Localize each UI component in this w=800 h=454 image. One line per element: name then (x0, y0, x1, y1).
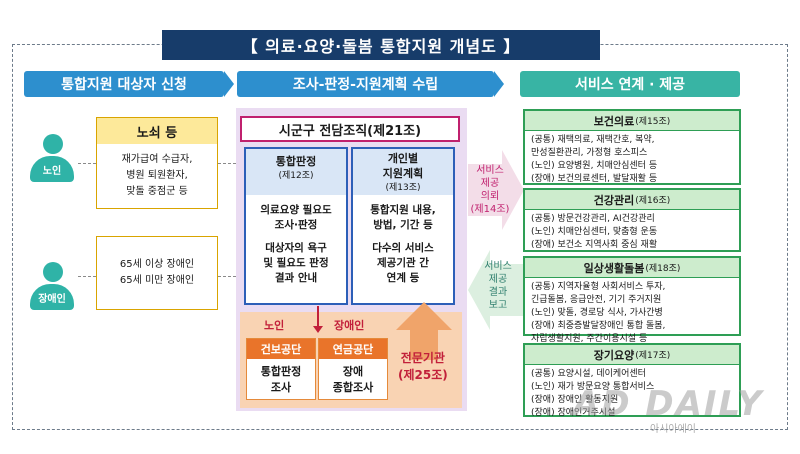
header-applicant: 통합지원 대상자 신청 (24, 71, 224, 97)
service-item: (장애) 장애인거주시설 (531, 408, 616, 418)
request-arrow-icon (468, 150, 524, 230)
expert-line: 전문기관 (400, 351, 445, 365)
nhis-box: 건보공단 통합판정 조사 (246, 338, 316, 400)
up-arrow-icon (396, 302, 452, 360)
card-line: 제공기관 간 (377, 257, 429, 269)
service-article: (제17조) (635, 351, 671, 361)
watermark-sub: 아시아에이 (650, 424, 696, 435)
service-long-term-care: 장기요양(제17조) (공통) 요양시설, 데이케어센터 (노인) 재가 방문요… (523, 343, 741, 418)
disabled-target-box: 65세 이상 장애인 65세 미만 장애인 (96, 236, 218, 310)
card-line: 의료요양 필요도 (260, 204, 332, 216)
service-health-management: 건강관리(제16조) (공통) 방문건강관리, AI건강관리 (노인) 치매안심… (523, 188, 741, 252)
card-line: 다수의 서비스 (372, 242, 434, 254)
card-line: 결과 안내 (274, 272, 318, 284)
service-item: 자립생활지원, 주간이용시설 등 (531, 334, 648, 344)
arrow-line: 제공 (488, 274, 508, 285)
service-item: (장애) 보건의료센터, 발달재활 등 (531, 174, 658, 184)
service-article: (제15조) (635, 117, 671, 127)
service-item: (장애) 장애인 활동지원 (531, 395, 619, 405)
service-item: (장애) 보건소 지역사회 중심 재활 (531, 240, 658, 250)
down-arrow-line (317, 306, 319, 328)
header-assessment: 조사-판정-지원계획 수립 (237, 71, 494, 97)
elder-target-box: 노쇠 등 재가급여 수급자, 병원 퇴원환자, 맞돌 중점군 등 (96, 117, 218, 209)
service-item: (노인) 치매안심센터, 맞춤형 운동 (531, 227, 658, 237)
card-title: 지원계획 (382, 167, 424, 180)
service-item: (노인) 요양병원, 치매안심센터 등 (531, 161, 658, 171)
card-article: (제13조) (385, 183, 421, 193)
service-item: (공통) 요양시설, 데이케어센터 (531, 369, 646, 379)
card-line: 및 필요도 판정 (263, 257, 329, 269)
connector (218, 276, 236, 277)
org-head: 연금공단 (319, 339, 387, 359)
integrated-judgment-card: 통합판정 (제12조) 의료요양 필요도 조사·판정 대상자의 욕구 및 필요도… (244, 147, 348, 305)
service-item: 긴급돌봄, 응급안전, 기기 주거지원 (531, 295, 662, 305)
page-title: 【 의료·요양·돌봄 통합지원 개념도 】 (162, 30, 600, 60)
connector (78, 276, 96, 277)
arrow-line: 결과 (488, 287, 508, 298)
label-elder: 노인 (264, 319, 285, 332)
service-name: 장기요양 (593, 348, 635, 362)
service-item: 만성질환관리, 가정형 호스피스 (531, 148, 648, 158)
card-article: (제12조) (278, 171, 314, 181)
disabled-label: 장애인 (30, 284, 74, 310)
support-plan-card: 개인별 지원계획 (제13조) 통합지원 내용, 방법, 기간 등 다수의 서비… (351, 147, 455, 305)
down-arrow-icon (313, 326, 323, 333)
header-service: 서비스 연계 · 제공 (520, 71, 740, 97)
org-head: 건보공단 (247, 339, 315, 359)
disabled-line: 65세 이상 장애인 (119, 259, 195, 270)
card-line: 연계 등 (386, 272, 420, 284)
arrow-line: 의뢰 (480, 191, 500, 202)
org-line: 통합판정 (260, 365, 302, 378)
service-healthcare: 보건의료(제15조) (공통) 재택의료, 재택간호, 복약, 만성질환관리, … (523, 109, 741, 185)
request-label: 서비스 제공 의뢰 (제14조) (470, 164, 510, 216)
card-line: 조사·판정 (274, 219, 318, 231)
header-arrow-1 (224, 71, 234, 97)
card-title: 개인별 (387, 152, 419, 165)
expert-line: (제25조) (398, 368, 448, 382)
org-line: 장애 (342, 365, 364, 378)
center-head: 시군구 전담조직(제21조) (240, 116, 460, 142)
service-name: 건강관리 (593, 193, 635, 207)
watermark: AD DAILY (573, 384, 764, 424)
arrow-line: 서비스 (484, 261, 512, 272)
report-arrow-icon (468, 250, 524, 330)
service-item: (공통) 지역자율형 사회서비스 투자, (531, 282, 666, 292)
elder-line: 맞돌 중점군 등 (126, 186, 188, 197)
arrow-line: 제공 (480, 178, 500, 189)
service-item: (공통) 재택의료, 재택간호, 복약, (531, 135, 655, 145)
disabled-line: 65세 미만 장애인 (119, 275, 195, 286)
card-title: 통합판정 (275, 155, 317, 168)
service-item: (장애) 최중증발달장애인 통합 돌봄, (531, 321, 666, 331)
service-item: (공통) 방문건강관리, AI건강관리 (531, 214, 655, 224)
connector (78, 163, 96, 164)
org-line: 종합조사 (332, 381, 374, 394)
disabled-person-icon: 장애인 (30, 262, 76, 310)
arrow-line: 서비스 (476, 165, 504, 176)
header-arrow-2 (494, 71, 504, 97)
label-disabled: 장애인 (334, 319, 365, 332)
elder-person-icon: 노인 (30, 134, 76, 182)
org-line: 조사 (270, 381, 292, 394)
expert-agency: 전문기관 (제25조) (398, 350, 448, 384)
card-line: 방법, 기간 등 (373, 219, 433, 231)
nps-box: 연금공단 장애 종합조사 (318, 338, 388, 400)
service-item: (노인) 재가 방문요양 통합서비스 (531, 382, 655, 392)
report-label: 서비스 제공 결과 보고 (478, 260, 518, 312)
service-daily-care: 일상생활돌봄(제18조) (공통) 지역자율형 사회서비스 투자, 긴급돌봄, … (523, 256, 741, 344)
elder-line: 재가급여 수급자, (121, 154, 193, 165)
elder-label: 노인 (30, 156, 74, 182)
arrow-line: (제14조) (470, 204, 510, 215)
card-line: 대상자의 욕구 (265, 242, 327, 254)
service-article: (제16조) (635, 196, 671, 206)
service-item: (노인) 맞돌, 경로당 식사, 가사간병 (531, 308, 663, 318)
service-article: (제18조) (645, 264, 681, 274)
service-name: 일상생활돌봄 (583, 261, 645, 275)
card-line: 통합지원 내용, (370, 204, 436, 216)
elder-box-title: 노쇠 등 (97, 118, 217, 144)
connector (218, 163, 236, 164)
service-name: 보건의료 (593, 114, 635, 128)
elder-line: 병원 퇴원환자, (126, 170, 188, 181)
arrow-line: 보고 (488, 300, 508, 311)
